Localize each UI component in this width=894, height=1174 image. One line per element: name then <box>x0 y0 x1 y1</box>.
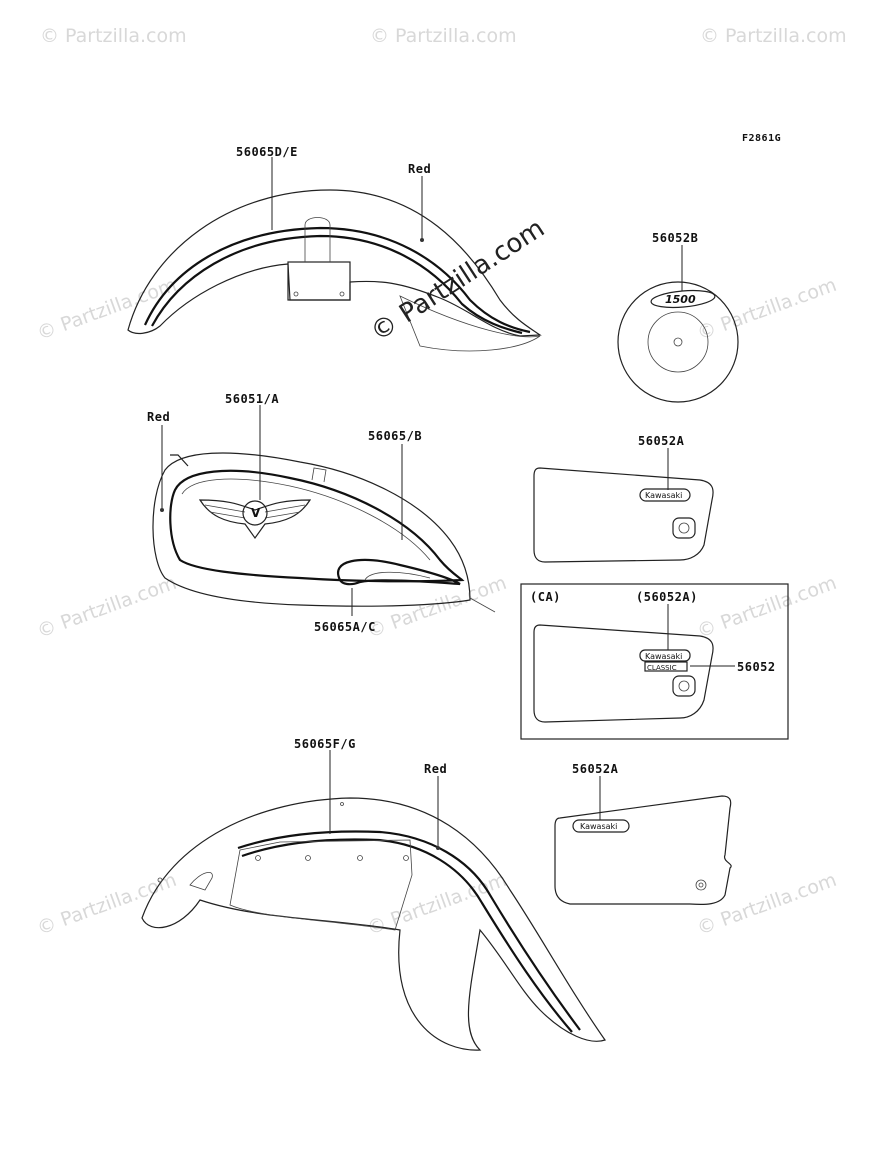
label-tank-emblem: 56051/A <box>225 392 279 406</box>
label-tank-stripe-upper: 56065/B <box>368 429 422 443</box>
watermark-5: © Partzilla.com <box>694 274 839 345</box>
watermark-11: © Partzilla.com <box>694 869 839 940</box>
ca-box: (CA) (56052A) Kawasaki CLASSIC 56052 <box>520 583 789 740</box>
watermark-center: © Partzilla.com <box>365 213 550 347</box>
figure-code: F2861G <box>742 133 781 144</box>
badge-1500-text: 1500 <box>665 293 696 306</box>
round-cover: 1500 <box>617 281 739 403</box>
label-tank-stripe-lower: 56065A/C <box>314 620 376 634</box>
ca-small-plate-text: CLASSIC <box>647 664 677 672</box>
label-rear-fender-stripe: 56065F/G <box>294 737 356 751</box>
fender-bracket <box>287 261 351 301</box>
side-cover-lower: Kawasaki <box>554 795 732 906</box>
label-tank-red: Red <box>147 410 170 424</box>
fuel-tank: V <box>152 452 496 613</box>
watermark-1: © Partzilla.com <box>40 25 187 47</box>
watermark-4: © Partzilla.com <box>34 274 179 345</box>
watermark-6: © Partzilla.com <box>34 572 179 643</box>
v-logo-text: V <box>251 506 261 520</box>
watermark-8: © Partzilla.com <box>694 572 839 643</box>
label-rear-fender-red: Red <box>424 762 447 776</box>
label-side-cover-emblem: 56052A <box>638 434 685 448</box>
ca-sticker-label: 56052 <box>737 660 776 674</box>
kawasaki-badge-2: Kawasaki <box>580 822 617 831</box>
v-wing-emblem: V <box>198 499 312 540</box>
watermark-3: © Partzilla.com <box>700 25 847 47</box>
badge-1500 <box>650 289 716 309</box>
side-cover-upper: Kawasaki <box>533 467 714 563</box>
label-front-fender-red: Red <box>408 162 431 176</box>
rear-fender <box>141 797 606 1051</box>
watermark-2: © Partzilla.com <box>370 25 517 47</box>
kawasaki-badge-1: Kawasaki <box>645 491 682 500</box>
watermark-layer: © Partzilla.com © Partzilla.com © Partzi… <box>34 25 846 940</box>
front-red-dot <box>420 238 424 242</box>
front-fender <box>127 189 542 352</box>
label-cover-emblem: 56052B <box>652 231 698 245</box>
label-rear-side-cover-emblem: 56052A <box>572 762 619 776</box>
ca-title: (CA) <box>530 590 561 604</box>
ca-emblem-label: (56052A) <box>636 590 698 604</box>
label-front-fender-stripe: 56065D/E <box>236 145 298 159</box>
kawasaki-badge-ca: Kawasaki <box>645 652 682 661</box>
